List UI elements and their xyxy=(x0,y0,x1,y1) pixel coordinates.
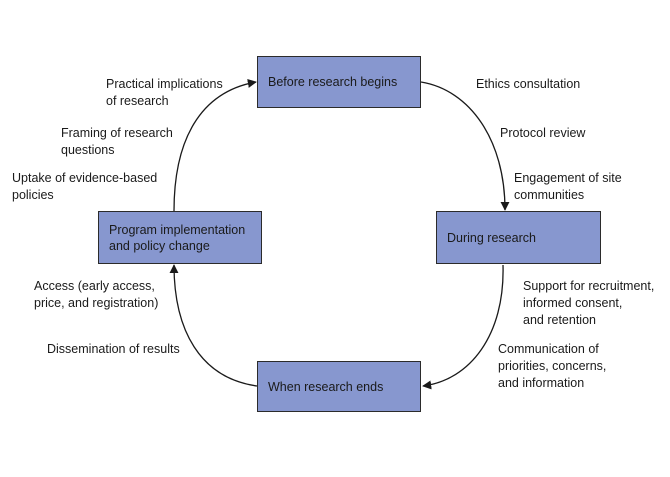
arrow-before-to-during xyxy=(420,81,510,211)
label-protocol-review: Protocol review xyxy=(500,126,586,140)
label-engagement: Engagement of site communities xyxy=(514,171,622,202)
label-dissemination: Dissemination of results xyxy=(47,342,180,356)
label-uptake: Uptake of evidence-based policies xyxy=(12,171,158,202)
label-practical: Practical implications of research xyxy=(106,77,223,108)
stage-when-research-ends: When research ends xyxy=(257,361,421,412)
label-ethics-consultation: Ethics consultation xyxy=(476,77,581,91)
arrow-during-to-ends xyxy=(422,264,504,390)
stage-before-label: Before research begins xyxy=(268,75,398,89)
stage-during-label: During research xyxy=(447,230,536,245)
stage-before-research-begins: Before research begins xyxy=(257,56,421,108)
arrow-program-to-before xyxy=(173,78,257,212)
stage-ends-label: When research ends xyxy=(268,379,384,394)
stage-program-implementation: Program implementation and policy change xyxy=(98,211,262,264)
label-support: Support for recruitment, informed consen… xyxy=(523,279,655,327)
label-communication: Communication of priorities, concerns, a… xyxy=(498,342,607,390)
arrow-ends-to-program xyxy=(169,264,258,387)
label-access: Access (early access, price, and registr… xyxy=(34,279,159,310)
label-framing: Framing of research questions xyxy=(61,126,173,157)
stage-during-research: During research xyxy=(436,211,601,264)
stage-program-label: Program implementation and policy change xyxy=(109,222,246,253)
